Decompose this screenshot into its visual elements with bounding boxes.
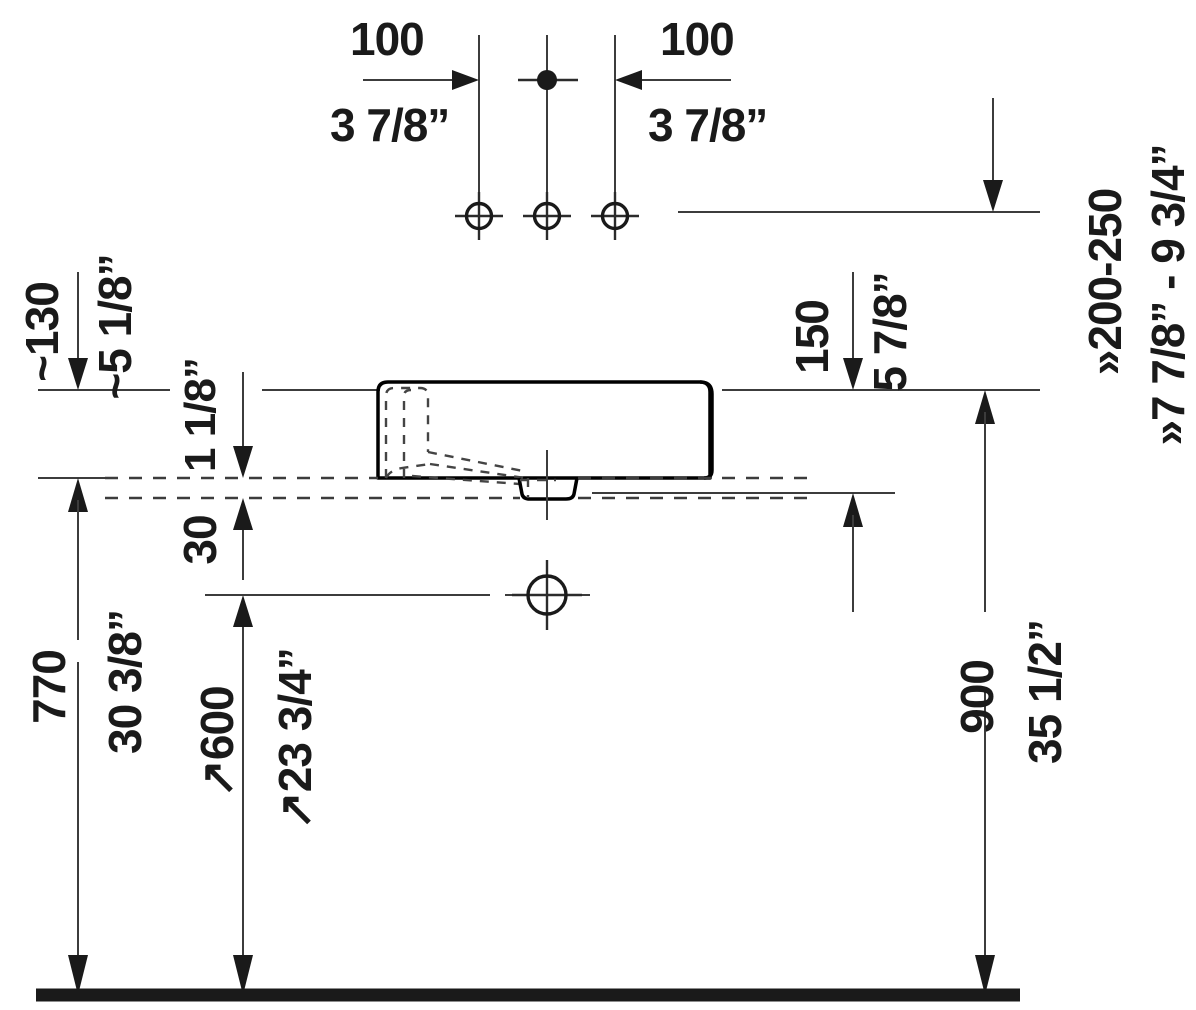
label-2334-value: 23 3/4” [269,648,321,793]
label-overhang-in: ~5 1/8” [89,254,141,400]
drain-crosshair-icon [512,560,582,630]
label-tap-height-mm: »200-250 [1079,188,1131,376]
dimension-arrow-30-lower [233,595,253,700]
washbasin-outline [376,380,714,480]
dimension-arrow-overhang-130 [68,272,88,390]
label-top-left-in: 3 7/8” [330,99,450,151]
label-top-left-mm: 100 [350,13,425,65]
label-total-height-in: 35 1/2” [1019,620,1071,764]
center-point-dot [518,70,578,90]
basin-interior-dashed [384,386,529,486]
label-drain-offset-mm: 30 [174,515,226,565]
dimension-arrow-rim-thickness [233,372,253,478]
label-top-right-mm: 100 [660,13,735,65]
tap-level-reference-line [678,98,1040,213]
label-splash-in: 5 7/8” [864,272,916,392]
label-tap-height-in: »7 7/8” - 9 3/4” [1142,144,1194,446]
dimension-arrow-trap-600-right [843,493,863,612]
label-600-value: 600 [191,686,243,761]
label-overhang-mm: ~130 [16,282,68,382]
label-floor-to-trap-in: ↗23 3/4” [268,594,322,884]
dimension-arrow-top-left [363,70,479,90]
label-floor-to-rim-in: 30 3/8” [99,610,151,754]
dimension-arrow-770 [68,478,88,995]
tap-hole-center-icon [523,192,571,240]
label-floor-to-trap-mm: ↗600 [190,617,244,867]
arrow-glyph-600: ↗ [191,760,243,798]
dimension-arrow-600 [233,700,253,995]
dimension-arrow-splash-150 [843,272,863,390]
dimension-arrow-30-upper [233,498,253,580]
dimension-arrow-900 [975,390,995,995]
dimension-arrow-top-right [615,70,731,90]
label-top-right-in: 3 7/8” [648,99,768,151]
tap-centerlines [478,35,616,200]
label-splash-mm: 150 [786,300,838,374]
label-floor-to-rim-mm: 770 [23,650,75,724]
tap-hole-left-icon [455,192,503,240]
tap-hole-right-icon [591,192,639,240]
label-total-height-mm: 900 [951,660,1003,734]
arrow-glyph-2334: ↗ [269,792,321,830]
